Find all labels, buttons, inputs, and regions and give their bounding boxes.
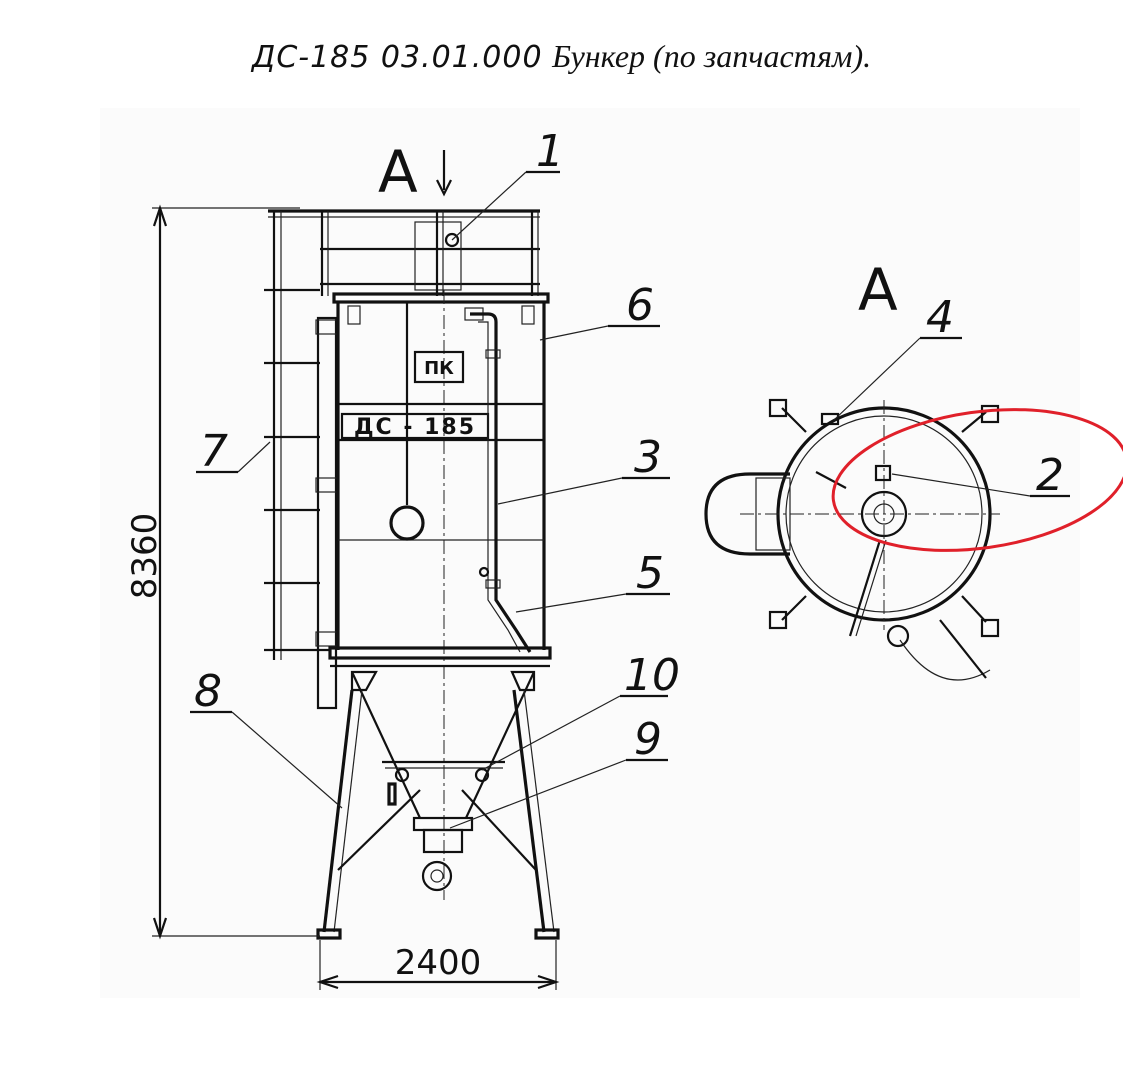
callout-9: 9 <box>634 714 662 765</box>
callouts-side: 1 6 3 5 7 8 10 9 <box>190 126 680 829</box>
nameplate-text: ДС - 185 <box>354 415 476 440</box>
dimension-height: 8360 <box>125 513 165 600</box>
level-ring <box>389 505 425 541</box>
callout-5: 5 <box>636 548 664 599</box>
callout-6: 6 <box>626 280 654 331</box>
paper-area <box>100 108 1080 998</box>
logo-plate <box>413 350 465 384</box>
ladder <box>264 211 339 710</box>
drawing-code: ДС-185 03.01.000 <box>251 40 543 75</box>
callout-10: 10 <box>624 650 680 701</box>
side-view: А <box>125 126 680 990</box>
callout-1: 1 <box>536 126 564 177</box>
dimensions: 8360 2400 <box>125 204 560 990</box>
highlight-ellipse <box>831 408 1123 552</box>
top-hatch <box>704 472 790 556</box>
view-label-a-main: А <box>378 138 418 206</box>
callout-2: 2 <box>1036 450 1064 501</box>
callout-8: 8 <box>194 666 222 717</box>
top-railing <box>268 209 540 296</box>
callout-4: 4 <box>926 292 954 343</box>
drawing-title: ДС-185 03.01.000 Бункер (по запчастям). <box>0 38 1123 75</box>
vessel-body: ПК ДС - 185 <box>328 290 552 900</box>
view-label-a-top: А <box>858 256 898 324</box>
drawing-description: Бункер (по запчастям). <box>552 38 872 74</box>
logo-text: ПК <box>424 358 454 379</box>
callout-7: 7 <box>200 426 228 477</box>
cone-and-supports <box>316 670 560 940</box>
top-view: А 4 2 <box>704 256 1123 681</box>
callout-3: 3 <box>634 432 662 483</box>
dimension-width: 2400 <box>395 943 482 983</box>
